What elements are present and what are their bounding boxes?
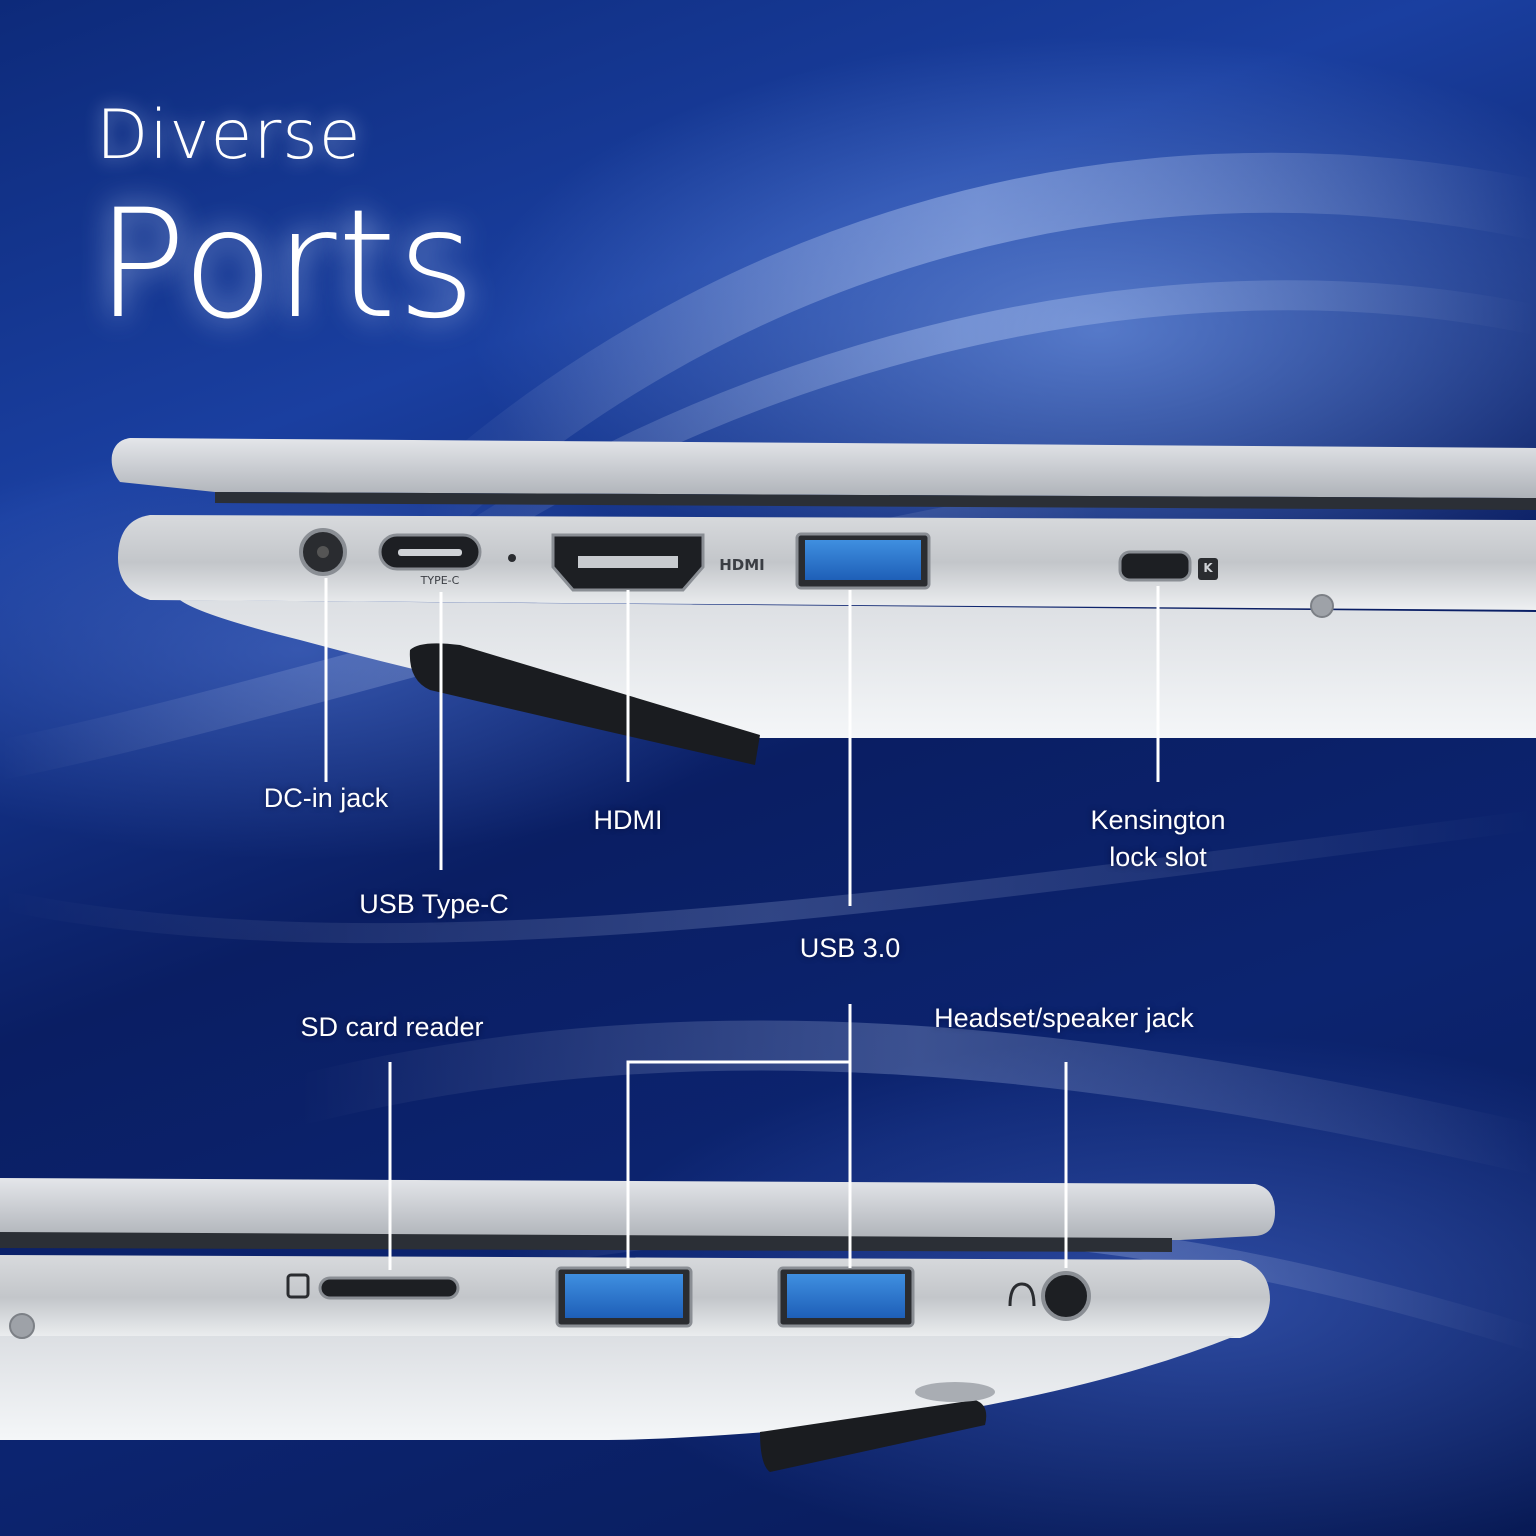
label-sd-card-reader: SD card reader [300,1012,484,1042]
heading-line-2: Ports [96,178,477,352]
label-kensington-line-1: Kensington [1090,805,1226,835]
label-kensington-line-2: lock slot [1109,842,1207,872]
laptop-left-side [111,438,1536,765]
label-usb-3-0: USB 3.0 [799,933,901,963]
label-usb-type-c: USB Type-C [359,889,509,919]
label-hdmi: HDMI [593,805,663,835]
label-dc-in-jack: DC-in jack [263,783,389,813]
heading-line-1: Diverse [96,96,362,175]
hdmi-port-marking: HDMI [719,556,765,574]
type-c-port-marking: TYPE-C [420,574,460,587]
lock-icon: K [1203,561,1213,575]
laptop-right-side [0,1178,1275,1472]
label-headset-speaker-jack: Headset/speaker jack [934,1003,1194,1033]
leader-lines [324,578,1160,1270]
